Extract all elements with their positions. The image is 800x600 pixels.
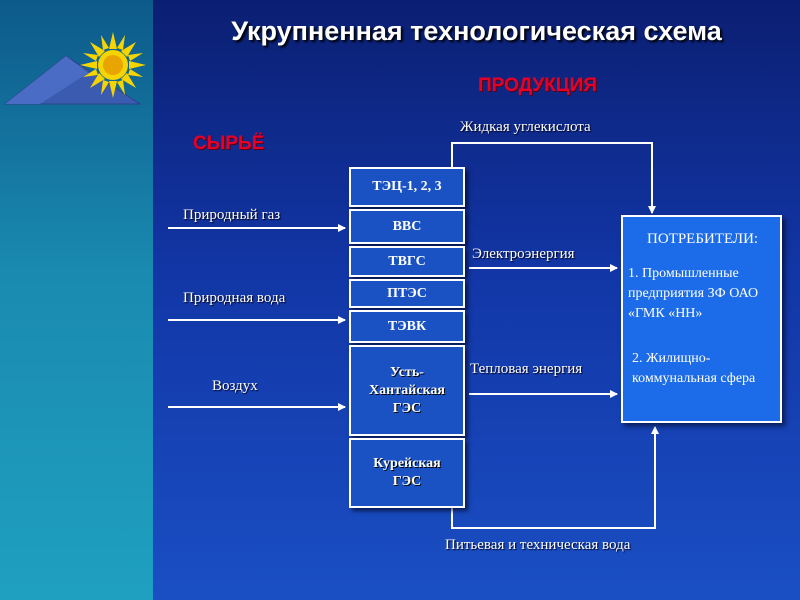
plant-tevk: ТЭВК [349, 310, 465, 343]
input-label-air: Воздух [212, 378, 258, 394]
output-label-electricity: Электроэнергия [472, 246, 575, 262]
consumer-item-industry: 1. Промышленные предприятия ЗФ ОАО «ГМК … [628, 266, 759, 321]
consumer-item-housing: 2. Жилищно-коммунальная сфера [632, 351, 756, 386]
water-arrow [451, 426, 659, 529]
consumers-box: ПОТРЕБИТЕЛИ: 1. Промышленные предприятия… [621, 215, 782, 423]
plant-kureyskaya-ges: Курейская ГЭС [349, 438, 465, 508]
sun-logo-icon [3, 32, 146, 105]
output-label-co2: Жидкая углекислота [460, 119, 591, 135]
consumers-title: ПОТРЕБИТЕЛИ: [647, 231, 759, 247]
output-label-water: Питьевая и техническая вода [445, 537, 631, 553]
plant-ptes: ПТЭС [349, 279, 465, 308]
plant-vvs: ВВС [349, 209, 465, 244]
output-label-heat: Тепловая энергия [470, 361, 583, 377]
input-label-gas: Природный газ [183, 207, 281, 223]
co2-arrow [451, 142, 656, 214]
input-label-water: Природная вода [183, 290, 286, 306]
plant-ust-khantai-ges: Усть-Хантайская ГЭС [349, 345, 465, 436]
heading-product: ПРОДУКЦИЯ [478, 75, 597, 96]
plant-tec: ТЭЦ-1, 2, 3 [349, 167, 465, 207]
heading-raw: СЫРЬЁ [193, 133, 265, 154]
page-title: Укрупненная технологическая схема [231, 16, 722, 46]
plant-tvgs: ТВГС [349, 246, 465, 277]
